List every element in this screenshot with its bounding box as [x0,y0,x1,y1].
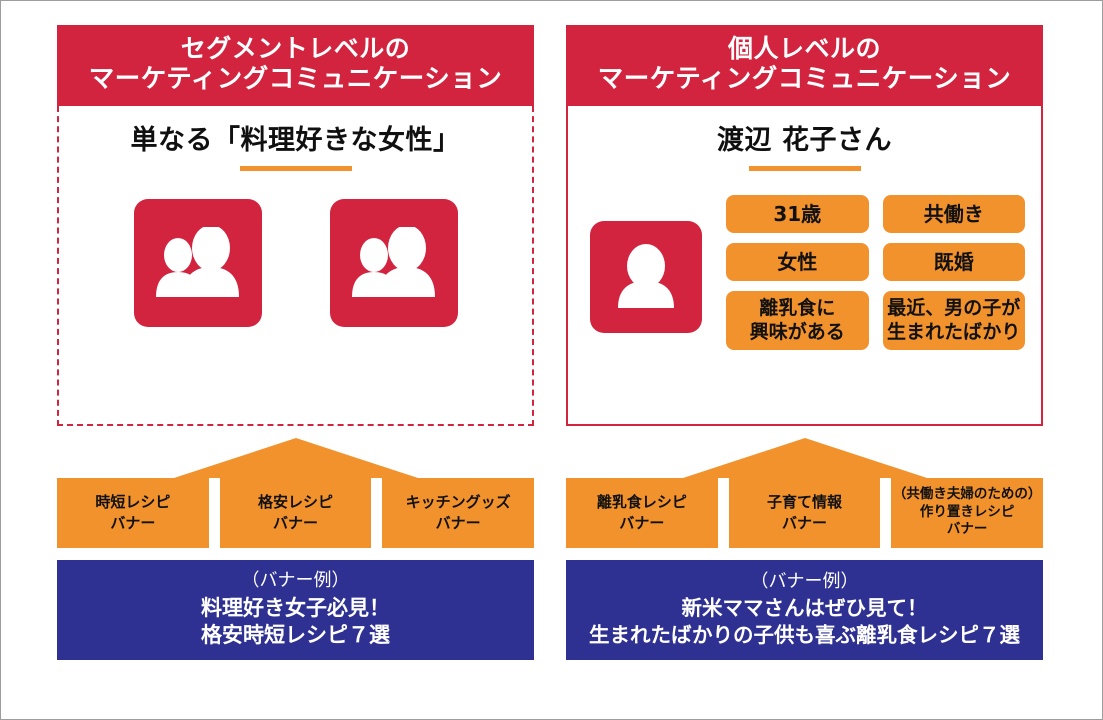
individual-title-underline [748,165,861,171]
persona-tag: 最近、男の子が 生まれたばかり [882,291,1025,350]
persona-tag-line-1: 共働き [923,201,984,226]
segment-arrow-wrap [57,432,534,478]
banner-card[interactable]: キッチングッズ バナー [382,477,535,548]
individual-header-line-2: マーケティングコミュニケーション [597,64,1012,94]
persona-tag-line-2: 興味がある [749,320,845,343]
persona-tag-row-3: 離乳食に 興味がある 最近、男の子が 生まれたばかり [726,291,1025,350]
example-headline-2: 生まれたばかりの子供も喜ぶ離乳食レシピ７選 [589,622,1020,647]
individual-arrow-wrap [566,432,1043,478]
banner-line-3: バナー [946,521,988,538]
example-headline-1: 料理好き女子必見！ [201,595,390,620]
banner-card[interactable]: 時短レシピ バナー [57,477,209,548]
banner-card[interactable]: 離乳食レシピ バナー [566,477,718,548]
banner-line-1: キッチングッズ [405,493,511,512]
segment-level-panel-body: 単なる「料理好きな女性」 [57,105,534,426]
banner-line-2: バナー [273,513,319,532]
segment-icon-row [59,198,532,327]
persona-detail-row: 31歳 共働き 女性 既婚 [568,171,1041,360]
individual-level-header: 個人レベルの マーケティングコミュニケーション [566,25,1043,106]
segment-banner-example-box: （バナー例） 料理好き女子必見！ 格安時短レシピ７選 [57,559,534,660]
persona-tag-line-1: 最近、男の子が [887,297,1021,320]
banner-line-2: 作り置きレシピ [919,503,1015,520]
individual-header-line-1: 個人レベルの [727,34,881,63]
banner-line-1: 子育て情報 [767,493,843,512]
segment-level-column: セグメントレベルの マーケティングコミュニケーション 単なる「料理好きな女性」 [57,25,535,660]
individual-banner-row: 離乳食レシピ バナー 子育て情報 バナー （共働き夫婦のための） 作り置きレシピ… [566,477,1044,548]
banner-line-1: 時短レシピ [95,493,171,512]
persona-tag: 既婚 [882,243,1025,282]
individual-banner-example-box: （バナー例） 新米ママさんはぜひ見て！ 生まれたばかりの子供も喜ぶ離乳食レシピ７… [566,559,1043,660]
individual-level-column: 個人レベルの マーケティングコミュニケーション 渡辺 花子さん [566,25,1044,660]
group-people-icon-tile-2 [329,198,458,327]
persona-tag-line-1: 既婚 [933,250,974,274]
persona-tag-line-1: 離乳食に [759,297,836,320]
up-arrow-icon [173,437,418,478]
up-arrow-icon [682,437,927,478]
group-people-icon [346,226,442,299]
persona-tag-line-2: 生まれたばかり [887,320,1021,343]
banner-line-1: （共働き夫婦のための） [892,486,1042,503]
single-person-icon-tile [590,220,702,333]
banner-line-2: バナー [110,513,156,532]
segment-header-line-2: マーケティングコミュニケーション [88,64,503,94]
single-person-icon [610,243,682,310]
group-people-icon [150,226,246,299]
banner-line-1: 格安レシピ [258,493,334,512]
persona-tag-line-1: 31歳 [773,201,822,226]
persona-tag: 31歳 [726,194,869,233]
segment-level-header: セグメントレベルの マーケティングコミュニケーション [57,25,534,106]
persona-tag-area: 31歳 共働き 女性 既婚 [726,194,1025,360]
banner-line-2: バナー [782,513,828,532]
segment-header-line-1: セグメントレベルの [180,34,411,63]
segment-title-underline [239,165,352,171]
banner-card[interactable]: 格安レシピ バナー [219,477,372,548]
example-eyebrow: （バナー例） [750,570,859,592]
banner-card[interactable]: 子育て情報 バナー [728,477,881,548]
example-headline-1: 新米ママさんはぜひ見て！ [681,596,928,621]
banner-line-2: バナー [619,513,665,532]
persona-tag-row-1: 31歳 共働き [726,194,1025,233]
banner-line-2: バナー [435,513,481,532]
individual-persona-title: 渡辺 花子さん [717,124,892,156]
group-people-icon-tile-1 [133,198,262,327]
banner-line-1: 離乳食レシピ [596,493,687,512]
persona-tag-line-1: 女性 [777,250,818,274]
segment-banner-row: 時短レシピ バナー 格安レシピ バナー キッチングッズ バナー [57,477,535,548]
banner-card[interactable]: （共働き夫婦のための） 作り置きレシピ バナー [891,477,1044,548]
persona-tag: 離乳食に 興味がある [726,291,869,350]
persona-tag: 共働き [882,194,1025,233]
persona-tag: 女性 [726,243,869,282]
example-eyebrow: （バナー例） [241,570,350,592]
segment-persona-title: 単なる「料理好きな女性」 [130,124,461,156]
individual-level-panel-body: 渡辺 花子さん 31歳 [566,105,1043,426]
persona-tag-row-2: 女性 既婚 [726,243,1025,282]
example-headline-2: 格安時短レシピ７選 [201,622,390,647]
